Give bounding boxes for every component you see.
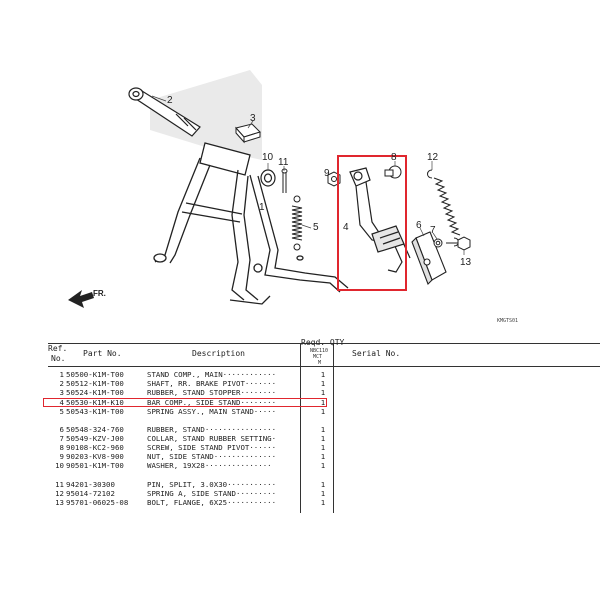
callout-13: 13	[460, 257, 472, 268]
row-ref: 6	[59, 425, 64, 434]
row-part-no: 95014-72102	[66, 489, 115, 498]
header-description: Description	[192, 349, 245, 358]
row-qty: 1	[320, 452, 326, 461]
header-model-top: NBC110	[310, 348, 329, 354]
callout-1: 1	[259, 202, 265, 213]
row-ref: 2	[59, 379, 64, 388]
row-qty: 1	[320, 425, 326, 434]
part-1-main-stand[interactable]	[153, 142, 349, 305]
row-qty: 1	[320, 498, 326, 507]
row-qty: 1	[320, 443, 326, 452]
leader-lines	[151, 95, 465, 255]
row-description: SHAFT, RR. BRAKE PIVOT·······	[147, 379, 277, 388]
callout-4: 4	[343, 222, 349, 233]
header-serial-no: Serial No.	[352, 349, 401, 358]
row-ref: 3	[59, 388, 64, 397]
row-qty: 1	[320, 398, 326, 407]
row-part-no: 50530-K1M-K10	[66, 398, 124, 407]
row-qty: 1	[320, 379, 326, 388]
parts-exploded-diagram: 1 2 3 4 5 6 7 8 9 10 11 12 13 FR.	[68, 70, 472, 308]
row-ref: 11	[55, 480, 64, 489]
header-reqd-qty: Reqd. QTY	[301, 338, 345, 347]
row-description: RUBBER, STAND STOPPER········	[147, 388, 277, 397]
callout-9: 9	[324, 168, 330, 179]
row-ref: 4	[59, 398, 64, 407]
shaft-shading	[150, 70, 262, 160]
row-description: BOLT, FLANGE, 6X25···········	[147, 498, 277, 507]
callout-6: 6	[416, 220, 422, 231]
row-part-no: 94201-30300	[66, 480, 115, 489]
header-part-no: Part No.	[83, 349, 122, 358]
row-qty: 1	[320, 489, 326, 498]
part-13-bolt[interactable]	[446, 236, 471, 251]
callout-5: 5	[313, 222, 319, 233]
row-part-no: 50543-K1M-T00	[66, 407, 124, 416]
row-ref: 9	[59, 452, 64, 461]
callout-2: 2	[167, 95, 173, 106]
row-description: COLLAR, STAND RUBBER SETTING·	[147, 434, 277, 443]
row-ref: 13	[55, 498, 64, 507]
row-qty: 1	[320, 461, 326, 470]
row-description: STAND COMP., MAIN············	[147, 370, 277, 379]
table-header-rule	[48, 366, 600, 367]
row-part-no: 95701-06025-08	[66, 498, 129, 507]
part-10-washer[interactable]	[260, 169, 276, 187]
row-ref: 1	[59, 370, 64, 379]
callout-10: 10	[262, 152, 274, 163]
row-ref: 12	[55, 489, 64, 498]
row-description: BAR COMP., SIDE STAND········	[147, 398, 277, 407]
row-part-no: 50548-324-760	[66, 425, 124, 434]
row-part-no: 90203-KV8-900	[66, 452, 124, 461]
row-qty: 1	[320, 480, 326, 489]
row-description: WASHER, 19X28···············	[147, 461, 272, 470]
row-ref: 5	[59, 407, 64, 416]
row-part-no: 50512-K1M-T00	[66, 379, 124, 388]
part-3-rubber[interactable]	[235, 123, 261, 144]
callout-11: 11	[278, 157, 289, 168]
row-part-no: 50500-K1M-T00	[66, 370, 124, 379]
highlight-frame	[337, 155, 407, 291]
callout-7: 7	[430, 225, 436, 236]
table-col-divider-1	[300, 343, 301, 513]
figure-code: KMGTS01	[497, 318, 519, 324]
header-ref-top: Ref.	[48, 344, 68, 353]
callout-3: 3	[250, 113, 256, 124]
row-highlight-frame	[43, 398, 327, 407]
row-description: SPRING A, SIDE STAND·········	[147, 489, 277, 498]
row-qty: 1	[320, 407, 326, 416]
row-part-no: 50549-KZV-J00	[66, 434, 124, 443]
front-arrow-icon: FR.	[68, 289, 106, 308]
header-ref-bottom: No.	[51, 354, 66, 363]
row-description: PIN, SPLIT, 3.0X30···········	[147, 480, 277, 489]
part-5-spring[interactable]	[291, 195, 303, 251]
part-2-shaft[interactable]	[128, 87, 201, 137]
part-6-rubber[interactable]	[411, 231, 447, 285]
callout-12: 12	[427, 152, 439, 163]
part-11-pin[interactable]	[281, 168, 288, 193]
row-description: NUT, SIDE STAND··············	[147, 452, 277, 461]
row-description: SCREW, SIDE STAND PIVOT······	[147, 443, 277, 452]
row-part-no: 90501-K1M-T00	[66, 461, 124, 470]
callout-8: 8	[391, 152, 397, 163]
row-qty: 1	[320, 388, 326, 397]
part-8-screw[interactable]	[384, 165, 402, 179]
part-7-collar[interactable]	[433, 238, 443, 248]
row-qty: 1	[320, 370, 326, 379]
row-part-no: 90108-KC2-960	[66, 443, 124, 452]
row-part-no: 50524-K1M-T00	[66, 388, 124, 397]
header-model-bottom: M	[318, 360, 322, 366]
row-ref: 7	[59, 434, 64, 443]
part-4-side-stand[interactable]	[349, 167, 411, 273]
header-model-mid: MCT	[313, 354, 323, 360]
table-col-divider-2	[333, 343, 334, 513]
row-description: SPRING ASSY., MAIN STAND·····	[147, 407, 277, 416]
row-qty: 1	[320, 434, 326, 443]
row-description: RUBBER, STAND················	[147, 425, 277, 434]
svg-text:FR.: FR.	[93, 289, 106, 298]
table-top-rule	[48, 343, 600, 344]
row-ref: 10	[55, 461, 64, 470]
row-ref: 8	[59, 443, 64, 452]
